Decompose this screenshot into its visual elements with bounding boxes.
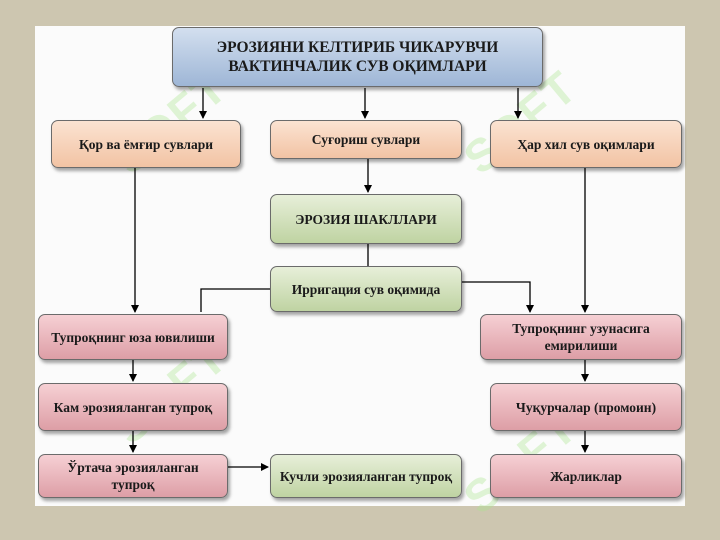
irrigation-flow-box: Ирригация сув оқимида xyxy=(270,266,462,312)
source-various: Ҳар хил сув оқимлари xyxy=(490,120,682,168)
title-box: ЭРОЗИЯНИ КЕЛТИРИБ ЧИКАРУВЧИ ВАКТИНЧАЛИК … xyxy=(172,27,543,87)
erosion-forms-box: ЭРОЗИЯ ШАКЛЛАРИ xyxy=(270,194,462,244)
line-irrigation-left xyxy=(200,288,271,312)
arrow-irrigation-right xyxy=(462,281,534,313)
weak-eroded-box: Кам эрозияланган тупроқ xyxy=(38,383,228,431)
longitudinal-erosion-box: Тупроқнинг узунасига емирилиши xyxy=(480,314,682,360)
source-irrigation: Суғориш сувлари xyxy=(270,120,462,159)
ravines-box: Жарликлар xyxy=(490,454,682,498)
surface-wash-box: Тупроқнинг юза ювилиши xyxy=(38,314,228,360)
strong-eroded-box: Кучли эрозияланган тупроқ xyxy=(270,454,462,498)
source-snow-rain: Қор ва ёмғир сувлари xyxy=(51,120,241,168)
gullies-box: Чуқурчалар (промоин) xyxy=(490,383,682,431)
medium-eroded-box: Ўртача эрозияланган тупроқ xyxy=(38,454,228,498)
